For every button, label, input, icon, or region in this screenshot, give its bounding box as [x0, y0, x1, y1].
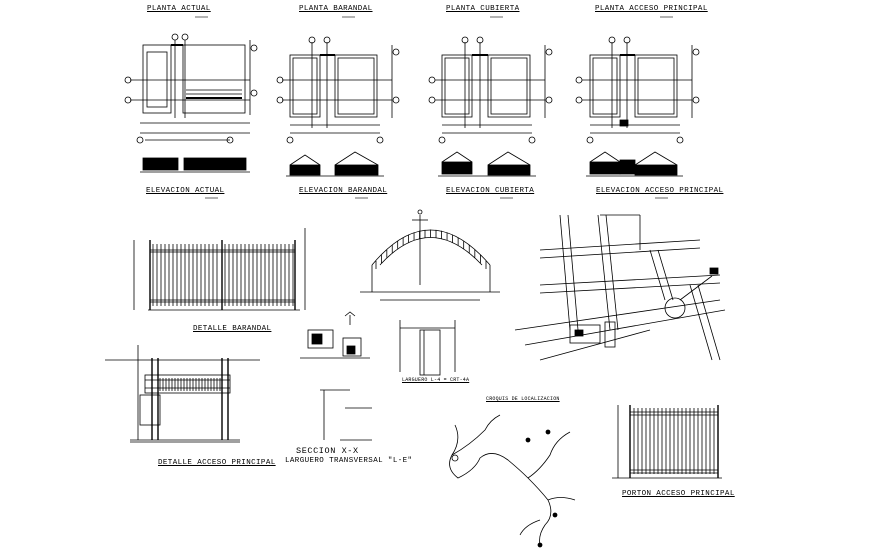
plan-actual — [124, 33, 258, 144]
elev-barandal — [286, 151, 384, 177]
site-map — [514, 214, 726, 361]
title-planta-cubierta: PLANTA CUBIERTA — [446, 5, 520, 13]
plan-barandal — [276, 36, 400, 144]
gate-pickets — [633, 408, 715, 474]
route-map — [449, 414, 576, 548]
title-detalle-barandal: DETALLE BARANDAL — [193, 325, 272, 333]
elev-cubierta — [438, 151, 536, 177]
title-planta-acceso: PLANTA ACCESO PRINCIPAL — [595, 5, 708, 13]
title-planta-actual: PLANTA ACTUAL — [147, 5, 211, 13]
title-seccion: SECCION X-X — [296, 446, 359, 456]
title-planta-barandal: PLANTA BARANDAL — [299, 5, 373, 13]
title-elevacion-acceso: ELEVACION ACCESO PRINCIPAL — [596, 187, 724, 195]
access-detail — [105, 345, 260, 443]
plan-cubierta — [428, 36, 553, 144]
title-larguero-l4: LARGUERO L-4 = CRT-4A — [402, 377, 470, 383]
plan-acceso — [575, 36, 700, 144]
arch-section — [360, 209, 500, 301]
section-details — [300, 311, 456, 441]
title-larguero: LARGUERO TRANSVERSAL "L-E" — [285, 457, 413, 465]
arch-ticks — [375, 229, 487, 269]
title-elevacion-actual: ELEVACION ACTUAL — [146, 187, 225, 195]
title-croquis: CROQUIS DE LOCALIZACION — [486, 396, 560, 402]
title-elevacion-cubierta: ELEVACION CUBIERTA — [446, 187, 535, 195]
title-scale-marks — [195, 16, 673, 199]
title-elevacion-barandal: ELEVACION BARANDAL — [299, 187, 388, 195]
gate-detail — [612, 405, 722, 479]
fence-pickets — [152, 244, 294, 306]
title-detalle-acceso: DETALLE ACCESO PRINCIPAL — [158, 459, 276, 467]
fence-detail — [133, 228, 306, 311]
access-hatch — [159, 378, 221, 391]
title-porton: PORTON ACCESO PRINCIPAL — [622, 490, 735, 498]
elev-actual — [140, 157, 250, 173]
elev-acceso — [586, 151, 683, 177]
